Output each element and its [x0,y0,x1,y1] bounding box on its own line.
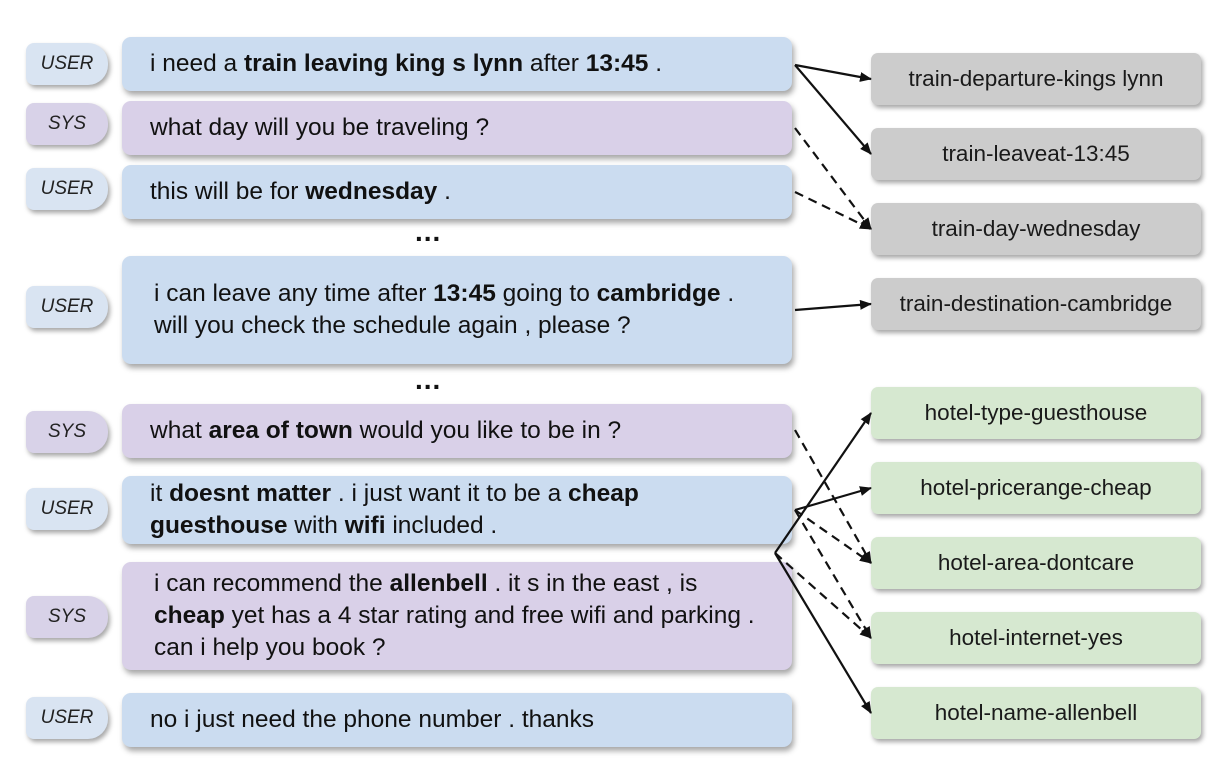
utterance-text: . it s in the east , is [487,570,698,597]
slot-box: hotel-type-guesthouse [871,387,1201,439]
speaker-tag-user: USER [26,697,108,739]
speaker-tag-sys: SYS [26,103,108,145]
solid-arrow [794,299,872,312]
dashed-arrow [794,509,872,564]
dashed-arrow [794,509,872,639]
dashed-arrow [794,429,872,564]
highlighted-value: 13:45 [433,280,496,307]
highlighted-value: cheap [154,602,225,629]
slot-box: hotel-area-dontcare [871,537,1201,589]
utterance-bubble: this will be for wednesday . [122,165,792,219]
utterance-text: what day will you be traveling ? [150,114,490,141]
utterance-bubble: what area of town would you like to be i… [122,404,792,458]
utterance-text: included . [385,512,498,539]
utterance-text: i can recommend the [154,570,390,597]
highlighted-value: wednesday [305,178,438,205]
speaker-tag-user: USER [26,168,108,210]
utterance-bubble: i can recommend the allenbell . it s in … [122,562,792,670]
highlighted-value: guesthouse [150,512,288,539]
highlighted-value: doesnt matter [169,480,332,507]
highlighted-value: cheap [568,480,639,507]
utterance-text: what [150,417,209,444]
solid-arrow [774,412,872,554]
utterance-text: . will you check the schedule again , pl… [154,280,735,339]
highlighted-value: train leaving king s lynn [244,50,524,77]
speaker-tag-user: USER [26,488,108,530]
dashed-arrow [794,191,872,230]
solid-arrow [794,64,872,155]
highlighted-value: wifi [344,512,386,539]
slot-box: hotel-pricerange-cheap [871,462,1201,514]
utterance-text: i need a [150,50,244,77]
utterance-text: going to [495,280,597,307]
speaker-tag-user: USER [26,286,108,328]
highlighted-value: cambridge [596,280,721,307]
utterance-text: . [437,178,451,205]
utterance-text: yet has a 4 star rating and free wifi an… [154,602,755,661]
utterance-text: would you like to be in ? [352,417,622,444]
utterance-text: with [287,512,345,539]
slot-box: train-leaveat-13:45 [871,128,1201,180]
utterance-bubble: i need a train leaving king s lynn after… [122,37,792,91]
slot-box: train-day-wednesday [871,203,1201,255]
utterance-text: . [648,50,663,77]
utterance-text: this will be for [150,178,306,205]
slot-box: train-destination-cambridge [871,278,1201,330]
utterance-text: no i just need the phone number . thanks [150,706,595,733]
speaker-tag-sys: SYS [26,411,108,453]
speaker-tag-user: USER [26,43,108,85]
slot-box: hotel-name-allenbell [871,687,1201,739]
ellipsis: ... [415,364,442,395]
utterance-bubble: it doesnt matter . i just want it to be … [122,476,792,544]
utterance-text: after [523,50,586,77]
utterance-text: . i just want it to be a [331,480,569,507]
ellipsis: ... [415,216,442,247]
slot-box: train-departure-kings lynn [871,53,1201,105]
utterance-bubble: what day will you be traveling ? [122,101,792,155]
utterance-bubble: no i just need the phone number . thanks [122,693,792,747]
highlighted-value: allenbell [389,570,488,597]
utterance-text: i can leave any time after [154,280,434,307]
highlighted-value: 13:45 [585,50,649,77]
dashed-arrow [774,552,872,639]
solid-arrow [794,63,872,82]
speaker-tag-sys: SYS [26,596,108,638]
dashed-arrow [794,127,872,230]
utterance-bubble: i can leave any time after 13:45 going t… [122,256,792,364]
solid-arrow [774,552,872,714]
utterance-text: it [150,480,170,507]
highlighted-value: area of town [208,417,353,444]
slot-box: hotel-internet-yes [871,612,1201,664]
